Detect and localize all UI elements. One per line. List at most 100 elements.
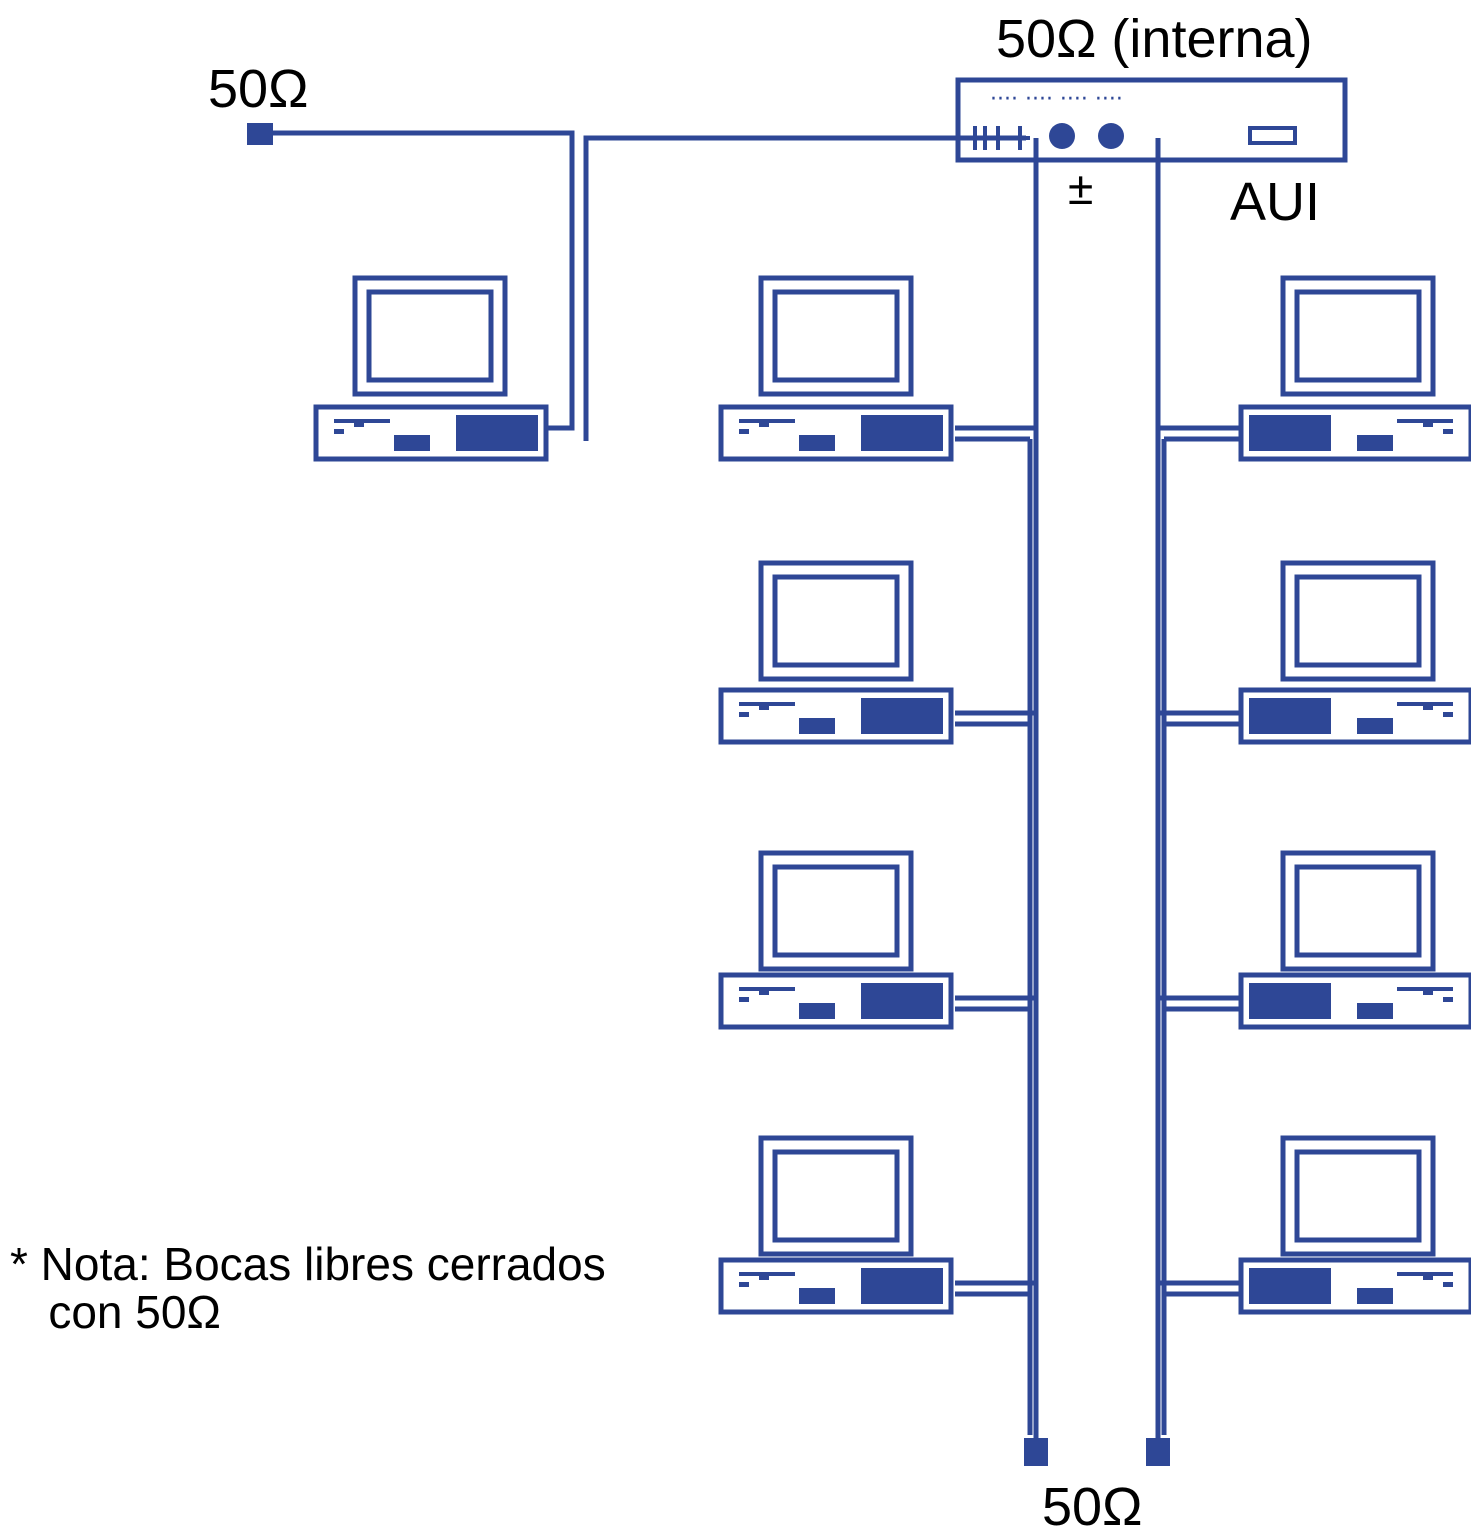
- monitor-frame: [1280, 560, 1436, 682]
- terminators: [247, 123, 1170, 1466]
- terminator-icon: [247, 123, 273, 145]
- hub-indicator-dots: ···· ···· ···· ····: [990, 87, 1123, 112]
- aui-port-icon: [1248, 126, 1297, 145]
- drop-cable-left-4: [955, 1280, 1036, 1297]
- computer-icon: [1238, 1135, 1471, 1315]
- pc-base: [718, 687, 954, 745]
- monitor-screen: [1294, 1149, 1422, 1243]
- bnc-connector-icon: [973, 126, 1030, 150]
- pc-base: [1238, 972, 1471, 1030]
- drive-slot: [799, 718, 835, 734]
- computers: [313, 275, 1471, 1315]
- indicator-block: [759, 987, 769, 995]
- coax-cables: [262, 130, 1240, 1440]
- drive-bay: [1249, 983, 1331, 1019]
- drive-slot: [394, 435, 430, 451]
- footnote: * Nota: Bocas libres cerrados con 50Ω: [10, 1240, 606, 1337]
- led-icon: [1049, 123, 1075, 149]
- indicator-dot: [1443, 712, 1453, 717]
- drive-slot: [1357, 435, 1393, 451]
- monitor-screen: [1294, 864, 1422, 958]
- computer-icon: [718, 275, 954, 462]
- drive-bay: [861, 983, 943, 1019]
- indicator-block: [759, 1272, 769, 1280]
- drive-bay: [861, 698, 943, 734]
- drive-slot: [1357, 718, 1393, 734]
- footnote-line-1: * Nota: Bocas libres cerrados: [10, 1238, 606, 1290]
- pc-base: [1238, 404, 1471, 462]
- pc-base: [1238, 687, 1471, 745]
- monitor-screen: [1294, 289, 1422, 383]
- indicator-block: [1423, 987, 1433, 995]
- drop-cable-right-4: [1158, 1280, 1240, 1297]
- monitor-frame: [352, 275, 508, 397]
- monitor-frame: [758, 850, 914, 972]
- indicator-dot: [739, 1282, 749, 1287]
- drive-bay: [1249, 1268, 1331, 1304]
- computer-icon: [718, 1135, 954, 1315]
- drive-slot: [1357, 1288, 1393, 1304]
- monitor-frame: [758, 1135, 914, 1257]
- drive-slot: [1357, 1003, 1393, 1019]
- monitor-frame: [758, 560, 914, 682]
- indicator-block: [759, 419, 769, 427]
- monitor-screen: [1294, 574, 1422, 668]
- aui-label: AUI: [1230, 172, 1321, 232]
- drop-cable-right-3: [1158, 995, 1240, 1012]
- cable-1: [262, 130, 575, 431]
- drop-cable-left-2: [955, 710, 1036, 727]
- computer-icon: [718, 560, 954, 745]
- drop-cable-left-1: [955, 425, 1036, 442]
- drive-bay: [456, 415, 538, 451]
- ground-symbol-label: ±: [1068, 162, 1094, 214]
- monitor-screen: [772, 574, 900, 668]
- indicator-dot: [739, 712, 749, 717]
- hub-internal-terminator-label: 50Ω (interna): [996, 9, 1313, 69]
- led-icon: [1098, 123, 1124, 149]
- drop-cable-left-3: [955, 995, 1036, 1012]
- indicator-block: [1423, 419, 1433, 427]
- pc-base: [718, 404, 954, 462]
- pc-base: [1238, 1257, 1471, 1315]
- computer-icon: [313, 275, 549, 462]
- monitor-frame: [758, 275, 914, 397]
- indicator-dot: [334, 429, 344, 434]
- computer-icon: [1238, 560, 1471, 745]
- monitor-frame: [1280, 275, 1436, 397]
- indicator-dot: [739, 997, 749, 1002]
- drive-bay: [1249, 698, 1331, 734]
- drive-bay: [861, 415, 943, 451]
- drive-bay: [861, 1268, 943, 1304]
- indicator-dot: [739, 429, 749, 434]
- monitor-screen: [772, 289, 900, 383]
- drop-cable-right-1: [1158, 425, 1240, 442]
- indicator-dot: [1443, 1282, 1453, 1287]
- monitor-screen: [366, 289, 494, 383]
- drop-cable-right-2: [1158, 710, 1240, 727]
- drive-slot: [799, 1003, 835, 1019]
- terminator-icon: [1024, 1438, 1048, 1466]
- cable-2: [583, 135, 1026, 441]
- terminator-label-bottom: 50Ω: [1042, 1477, 1143, 1537]
- monitor-frame: [1280, 1135, 1436, 1257]
- terminator-icon: [1146, 1438, 1170, 1466]
- hub-body: [955, 77, 1348, 163]
- pc-base: [718, 972, 954, 1030]
- indicator-dot: [1443, 997, 1453, 1002]
- footnote-line-2: con 50Ω: [10, 1286, 221, 1339]
- pc-base: [718, 1257, 954, 1315]
- computer-icon: [1238, 850, 1471, 1030]
- drive-slot: [799, 435, 835, 451]
- monitor-screen: [772, 864, 900, 958]
- computer-icon: [718, 850, 954, 1030]
- computer-icon: [1238, 275, 1471, 462]
- drive-bay: [1249, 415, 1331, 451]
- indicator-block: [354, 419, 364, 427]
- indicator-block: [1423, 1272, 1433, 1280]
- monitor-frame: [1280, 850, 1436, 972]
- pc-base: [313, 404, 549, 462]
- indicator-block: [759, 702, 769, 710]
- terminator-label-left: 50Ω: [208, 59, 309, 119]
- hub-device: ···· ···· ···· ····: [955, 77, 1348, 163]
